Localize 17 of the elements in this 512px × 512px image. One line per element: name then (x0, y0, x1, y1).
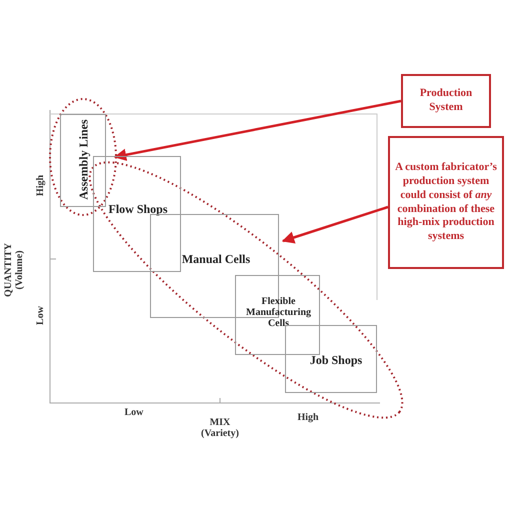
region-label: Manual Cells (180, 253, 252, 266)
region-label: Flexible Manufacturing Cells (245, 296, 312, 329)
axis-tick-label: Low (124, 406, 144, 418)
region-label: Assembly Lines (77, 118, 91, 202)
region-label: Flow Shops (107, 203, 169, 216)
callout-box (388, 136, 504, 269)
axis-tick-label: High (298, 412, 319, 422)
callout-box (401, 74, 491, 128)
axis-title: MIX (Variety) (200, 417, 240, 439)
axis-title: QUANTITY (Volume) (3, 242, 25, 299)
callout-text: A custom fabricator’s production system could consist of any combination of these high-mix production systems (394, 161, 498, 244)
arrow (114, 100, 402, 161)
axis-tick-label: High (34, 174, 46, 196)
arrow (282, 206, 388, 244)
callout-text: Production System (418, 87, 474, 115)
axis-tick-label: Low (34, 306, 46, 324)
region-label: Job Shops (308, 354, 364, 368)
